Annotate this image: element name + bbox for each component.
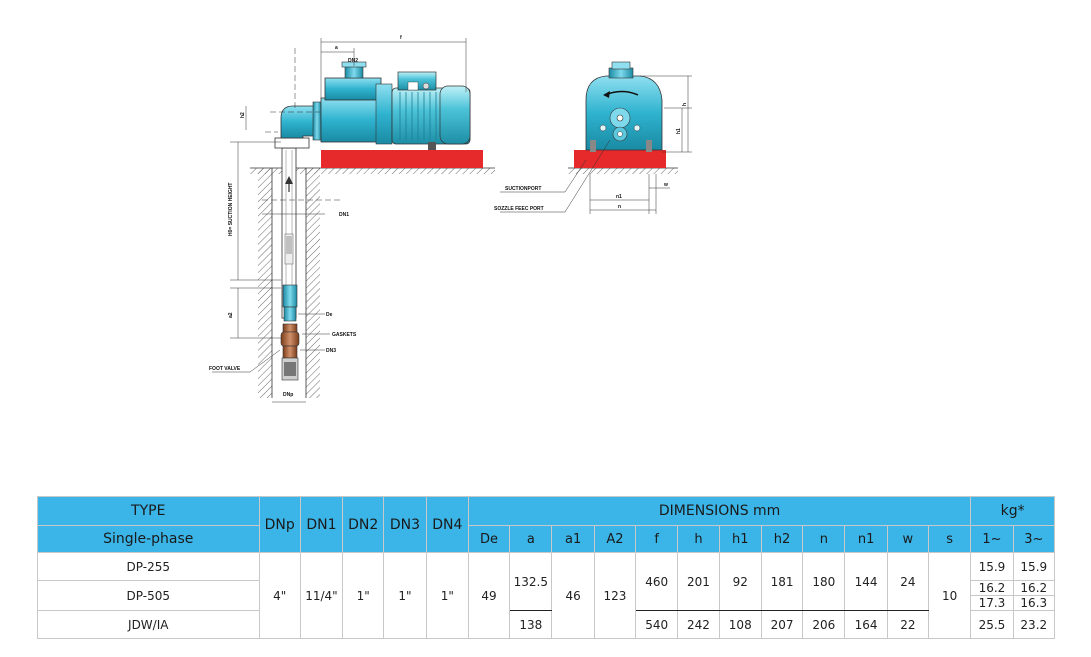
kg-3-1ph: 17.3 (970, 595, 1014, 611)
front-pump (585, 61, 663, 152)
cell-n-upper: 180 (802, 552, 846, 611)
header-col-h1: h1 (718, 525, 762, 553)
cell-n1-lower: 164 (844, 610, 888, 639)
cell-a2: 123 (593, 552, 637, 639)
cell-h-lower: 242 (677, 610, 720, 639)
label-dn2: DN2 (348, 58, 358, 64)
label-f: f (400, 35, 402, 41)
model-dp-255: DP-255 (37, 552, 260, 581)
cell-h2-lower: 207 (760, 610, 804, 639)
label-h1: h1 (676, 128, 682, 134)
pump-body (320, 61, 393, 145)
header-single-phase: Single-phase (37, 525, 260, 553)
header-dn1: DN1 (299, 496, 344, 553)
label-n: n (618, 204, 621, 210)
cell-f-upper: 460 (635, 552, 679, 611)
well-ground (250, 167, 495, 398)
cell-w-upper: 24 (886, 552, 930, 611)
spec-table: TYPE DNp DN1 DN2 DN3 DN4 DIMENSIONS mm k… (37, 496, 1056, 639)
technical-drawing: f a DN2 h2 H0= SUCTION HEIGHT a2 DN1 De … (209, 35, 692, 403)
header-dn4: DN4 (425, 496, 469, 553)
model-jdw-ia: JDW/IA (37, 610, 260, 639)
motor (391, 71, 471, 150)
front-dimensions (500, 75, 692, 214)
cell-n-lower: 206 (802, 610, 846, 639)
cell-a-upper: 132.5 (509, 552, 553, 611)
header-col-h: h (677, 525, 720, 553)
kg-2-3ph: 16.2 (1012, 580, 1056, 596)
side-dimensions (212, 38, 467, 403)
cell-h2-upper: 181 (760, 552, 804, 611)
inlet-elbow (274, 101, 322, 149)
header-col-a1: a1 (551, 525, 595, 553)
kg-1-3ph: 15.9 (1012, 552, 1056, 581)
header-phase-3: 3~ (1012, 525, 1056, 553)
header-col-h2: h2 (760, 525, 804, 553)
label-gaskets: GASKETS (332, 332, 357, 338)
cell-dnp: 4" (258, 552, 301, 639)
cell-de: 49 (467, 552, 511, 639)
foot-valve (280, 323, 300, 381)
label-suction-height: H0= SUCTION HEIGHT (228, 183, 234, 236)
kg-2-1ph: 16.2 (970, 580, 1014, 596)
cell-w-lower: 22 (886, 610, 930, 639)
side-base (321, 150, 483, 168)
label-dnp: DNp (283, 392, 293, 398)
kg-4-1ph: 25.5 (970, 610, 1014, 639)
label-w: w (663, 182, 668, 188)
label-nozzle-port: SOZZLE FEEC PORT (494, 206, 544, 212)
model-dp-505: DP-505 (37, 580, 260, 611)
cell-h-upper: 201 (677, 552, 720, 611)
header-col-a: a (509, 525, 553, 553)
label-n1: n1 (616, 194, 622, 200)
cell-h1-lower: 108 (718, 610, 762, 639)
front-base (574, 150, 666, 168)
label-dn1: DN1 (339, 212, 349, 218)
header-col-n1: n1 (844, 525, 888, 553)
cell-dn2: 1" (342, 552, 385, 639)
header-col-de: De (467, 525, 511, 553)
cell-dn3: 1" (383, 552, 427, 639)
label-h: h (682, 103, 688, 106)
cell-h1-upper: 92 (718, 552, 762, 611)
kg-4-3ph: 23.2 (1012, 610, 1056, 639)
label-h2: h2 (240, 112, 246, 118)
cell-s: 10 (928, 552, 972, 639)
header-phase-1: 1~ (970, 525, 1014, 553)
label-suction-port: SUCTIONPORT (505, 186, 541, 192)
suction-pipe (281, 147, 298, 322)
header-dn3: DN3 (383, 496, 427, 553)
cell-dn4: 1" (425, 552, 469, 639)
header-type: TYPE (37, 496, 260, 526)
cell-a1: 46 (551, 552, 595, 639)
label-a: a (335, 45, 338, 51)
cell-n1-upper: 144 (844, 552, 888, 611)
cell-dn1: 11/4" (299, 552, 344, 639)
header-dn2: DN2 (342, 496, 385, 553)
header-col-n: n (802, 525, 846, 553)
header-col-a2: A2 (593, 525, 637, 553)
header-col-w: w (886, 525, 930, 553)
header-col-f: f (635, 525, 679, 553)
header-dnp: DNp (258, 496, 301, 553)
label-de: De (326, 312, 333, 318)
label-foot-valve: FOOT VALVE (209, 366, 241, 372)
label-dn3: DN3 (326, 348, 336, 354)
kg-1-1ph: 15.9 (970, 552, 1014, 581)
header-dimensions: DIMENSIONS mm (467, 496, 972, 526)
front-ground (568, 167, 678, 174)
cell-a-lower: 138 (509, 610, 553, 639)
label-a2: a2 (228, 312, 234, 318)
header-kg: kg* (970, 496, 1055, 526)
cell-f-lower: 540 (635, 610, 679, 639)
kg-3-3ph: 16.3 (1012, 595, 1056, 611)
header-col-s: s (928, 525, 972, 553)
